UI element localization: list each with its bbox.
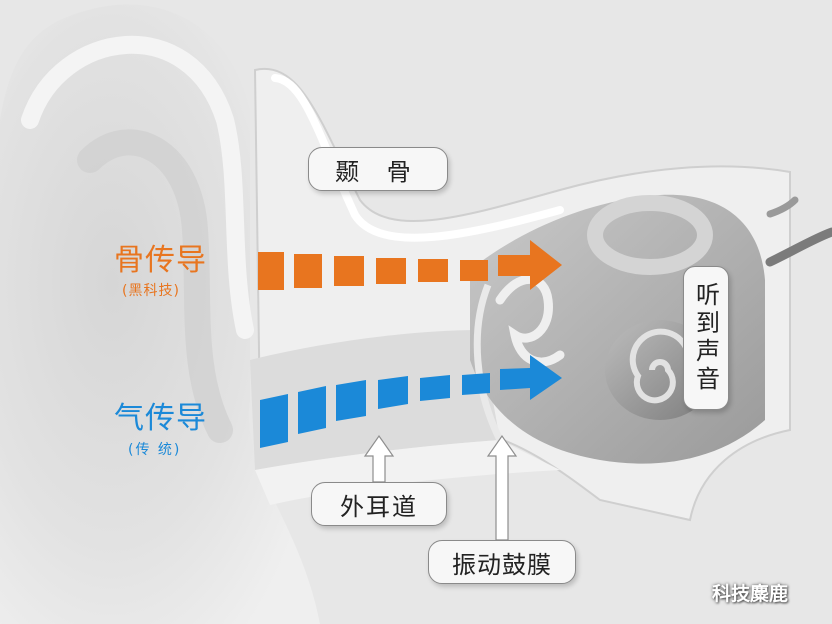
- air-conduction-title: 气传导: [114, 404, 207, 434]
- hear-sound-label: 听到声音: [683, 266, 729, 410]
- air-dash-5: [420, 375, 450, 401]
- air-dash-4: [378, 376, 408, 409]
- eardrum-label: 振动鼓膜: [428, 540, 576, 584]
- air-conduction-subtitle: (传 统): [128, 443, 181, 457]
- air-dash-1: [260, 394, 288, 448]
- bone-dash-4: [376, 258, 406, 284]
- watermark: 科技麋鹿: [712, 585, 788, 604]
- ear-canal-text: 外耳道: [340, 487, 418, 522]
- ear-canal-label: 外耳道: [311, 482, 447, 526]
- bone-dash-2: [294, 254, 322, 288]
- hear-sound-text: 听到声音: [689, 282, 724, 394]
- bone-conduction-subtitle: (黑科技): [122, 284, 180, 298]
- bone-dash-5: [418, 259, 448, 282]
- temporal-bone-text: 颞 骨: [335, 152, 421, 187]
- bone-dash-6: [460, 260, 488, 281]
- air-dash-6: [462, 373, 490, 395]
- eardrum-text: 振动鼓膜: [452, 545, 552, 580]
- temporal-bone-label: 颞 骨: [308, 147, 448, 191]
- bone-conduction-title: 骨传导: [114, 246, 207, 276]
- air-dash-2: [298, 386, 326, 434]
- bone-dash-1: [258, 252, 284, 290]
- air-dash-3: [336, 380, 366, 421]
- bone-dash-3: [334, 256, 364, 286]
